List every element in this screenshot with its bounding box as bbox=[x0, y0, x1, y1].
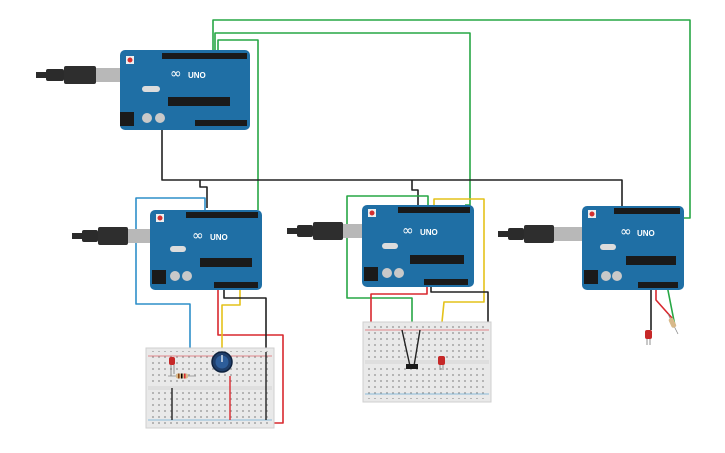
breadboard-left[interactable] bbox=[145, 347, 275, 429]
usb-cables bbox=[36, 66, 584, 245]
wire-black-main-gnd[interactable] bbox=[161, 130, 623, 208]
wire-green-main-to-right[interactable] bbox=[212, 19, 691, 219]
led-icon[interactable] bbox=[438, 356, 445, 370]
usb-cable-center[interactable] bbox=[287, 222, 371, 240]
usb-cable-right[interactable] bbox=[498, 225, 584, 243]
potentiometer-icon[interactable] bbox=[211, 351, 233, 373]
arduino-uno-main[interactable]: ∞ UNO bbox=[120, 50, 250, 130]
wire-yellow-center[interactable] bbox=[433, 198, 485, 363]
wire-blue-left-to-pot[interactable] bbox=[135, 197, 206, 378]
led-icon[interactable] bbox=[645, 330, 652, 345]
wire-red-right-led[interactable] bbox=[655, 290, 673, 319]
board-label: UNO bbox=[210, 233, 228, 242]
resistor-icon[interactable] bbox=[168, 373, 196, 379]
wire-red-center-bb[interactable] bbox=[370, 287, 428, 330]
wire-black-left-bb[interactable] bbox=[223, 290, 267, 352]
board-label: UNO bbox=[637, 229, 655, 238]
wire-yellow-left-pot[interactable] bbox=[221, 290, 241, 350]
logo-infinity: ∞ bbox=[620, 224, 632, 240]
arduino-uno-left[interactable]: ∞ UNO bbox=[150, 210, 262, 290]
usb-cable-main[interactable] bbox=[36, 66, 126, 84]
usb-cable-left[interactable] bbox=[72, 227, 158, 245]
arduino-uno-right[interactable]: ∞ UNO bbox=[582, 206, 684, 290]
center-bb-jumpers bbox=[401, 329, 421, 367]
wire-black-left-tap[interactable] bbox=[199, 180, 208, 208]
tilt-sensor-icon[interactable] bbox=[406, 364, 418, 369]
left-bb-jumpers bbox=[171, 352, 267, 420]
board-label: UNO bbox=[188, 71, 206, 80]
led-icon[interactable] bbox=[169, 357, 175, 374]
arduino-uno-center[interactable]: ∞ UNO bbox=[362, 205, 474, 287]
wires bbox=[135, 19, 691, 424]
wire-black-center-bb[interactable] bbox=[430, 287, 489, 326]
logo-infinity: ∞ bbox=[170, 66, 182, 82]
wire-black-center-tap[interactable] bbox=[411, 180, 419, 208]
resistor-icon[interactable] bbox=[667, 313, 679, 335]
wire-green-main-to-left[interactable] bbox=[217, 39, 259, 210]
wire-green-center-loop[interactable] bbox=[346, 195, 429, 362]
logo-infinity: ∞ bbox=[402, 223, 414, 239]
breadboard-center[interactable] bbox=[362, 321, 492, 403]
logo-infinity: ∞ bbox=[192, 228, 204, 244]
board-label: UNO bbox=[420, 228, 438, 237]
